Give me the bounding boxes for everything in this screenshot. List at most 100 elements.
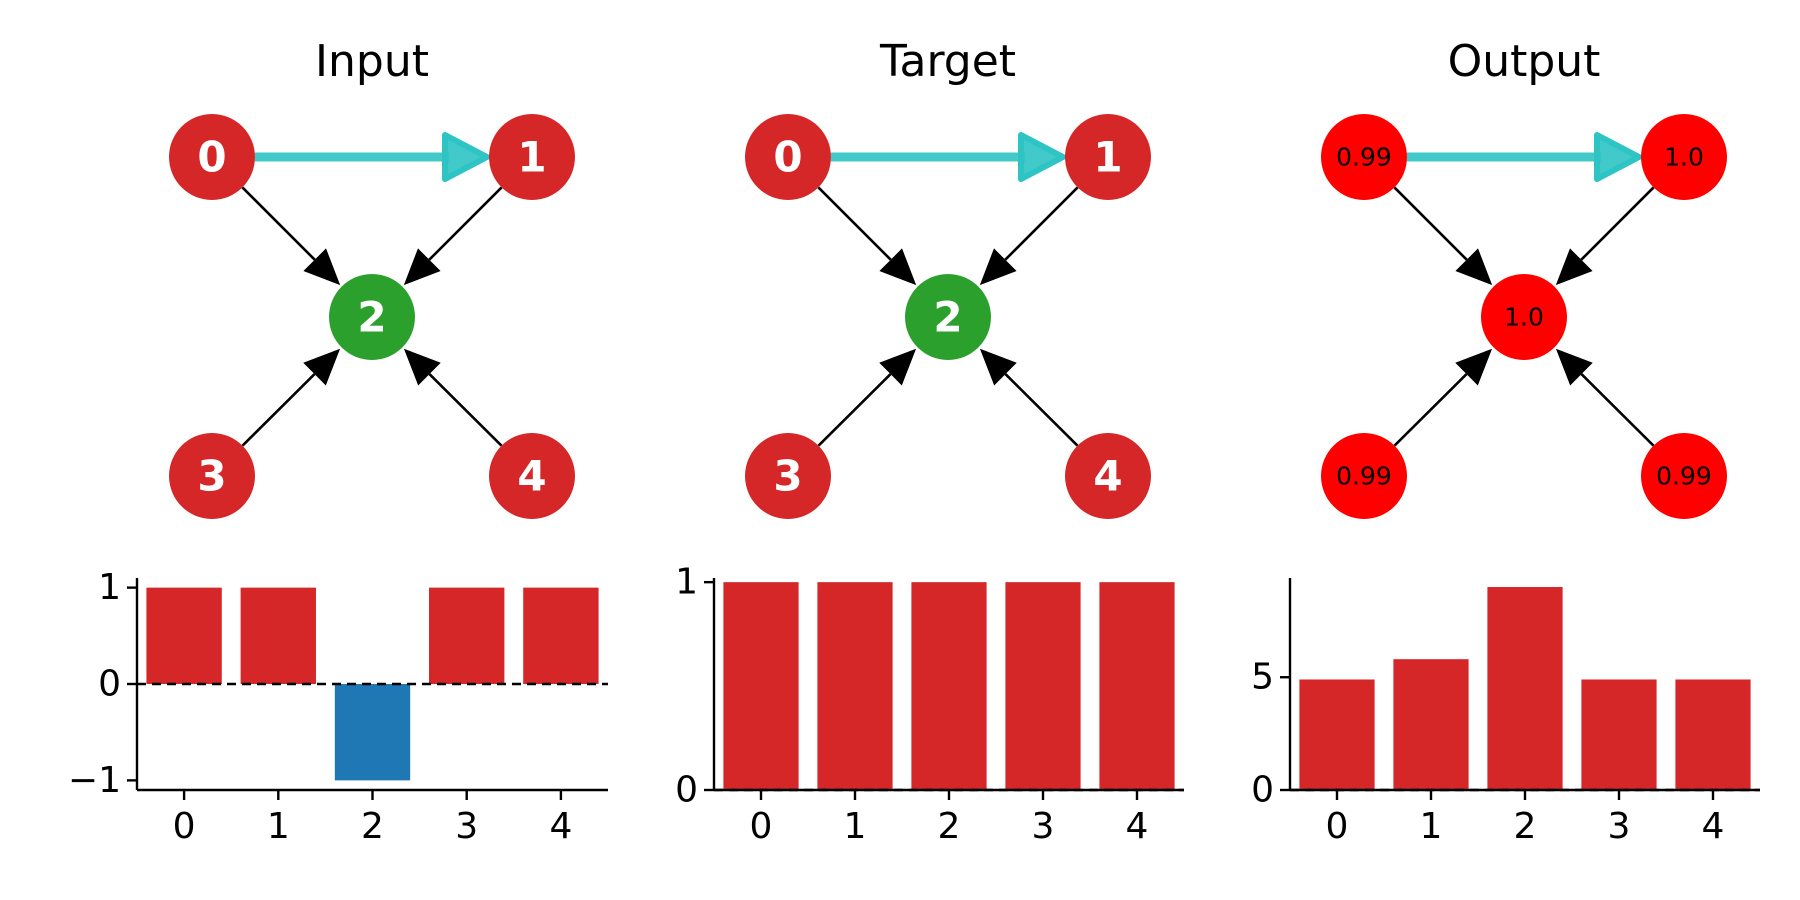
y-tick-label: −1 xyxy=(68,760,121,801)
panel-title-target: Target xyxy=(879,36,1016,87)
edge-3-2 xyxy=(1393,373,1468,447)
edge-3-2 xyxy=(241,373,316,447)
graph-input: 0 1 2 3 4 xyxy=(169,114,575,519)
x-tick-label: 1 xyxy=(1420,806,1443,847)
graph-node-label: 1 xyxy=(517,133,546,182)
bar-0 xyxy=(146,587,222,684)
graph-node-3 xyxy=(745,433,831,519)
graph-node-0 xyxy=(169,114,255,200)
bar-4 xyxy=(1099,582,1175,790)
x-tick-label: 3 xyxy=(1032,806,1055,847)
graph-node-label: 0.99 xyxy=(1336,143,1392,172)
edge-4-2 xyxy=(428,373,503,447)
bar-1 xyxy=(817,582,893,790)
graph-node-1 xyxy=(1641,114,1727,200)
graph-node-4 xyxy=(1065,433,1151,519)
graph-node-2 xyxy=(1481,274,1567,360)
x-tick-label: 2 xyxy=(361,806,384,847)
graph-node-3 xyxy=(1321,433,1407,519)
edge-arrowhead xyxy=(1455,248,1493,286)
bar-2 xyxy=(1487,587,1563,790)
edge-arrowhead xyxy=(303,248,341,286)
x-tick-label: 3 xyxy=(1608,806,1631,847)
x-tick-label: 4 xyxy=(1126,806,1149,847)
graph-target: 0 1 2 3 4 xyxy=(745,114,1151,519)
x-tick-label: 0 xyxy=(173,806,196,847)
bar-1 xyxy=(1393,659,1469,790)
edge-arrowhead xyxy=(979,348,1017,386)
graph-diagrams: 0 1 2 3 4 0 1 2 3 4 0.99 1.0 1.0 0.99 0.99 xyxy=(169,114,1727,519)
bar-0 xyxy=(723,582,799,790)
bar-2 xyxy=(334,684,411,781)
graph-output: 0.99 1.0 1.0 0.99 0.99 xyxy=(1321,114,1727,519)
bar-4 xyxy=(1675,679,1751,790)
bar-1 xyxy=(240,587,316,684)
edge-arrowhead xyxy=(1455,348,1493,386)
graph-node-label: 2 xyxy=(357,293,386,342)
y-tick-label: 0 xyxy=(675,770,698,811)
edge-highlight-arrowhead xyxy=(442,132,490,182)
graph-node-label: 3 xyxy=(197,452,226,501)
edge-arrowhead xyxy=(403,348,441,386)
y-tick-label: 0 xyxy=(1251,770,1274,811)
edge-arrowhead xyxy=(303,348,341,386)
edge-arrowhead xyxy=(1555,348,1593,386)
graph-node-2 xyxy=(329,274,415,360)
graph-node-label: 3 xyxy=(773,452,802,501)
y-tick-label: 0 xyxy=(98,664,121,705)
x-tick-label: 0 xyxy=(750,806,773,847)
bar-2 xyxy=(911,582,987,790)
panel-title-input: Input xyxy=(315,36,429,87)
x-tick-label: 3 xyxy=(455,806,478,847)
edge-1-2 xyxy=(428,186,503,261)
graph-node-4 xyxy=(1641,433,1727,519)
graph-node-2 xyxy=(905,274,991,360)
edge-3-2 xyxy=(817,373,892,447)
graph-node-label: 1.0 xyxy=(1664,143,1704,172)
edge-4-2 xyxy=(1004,373,1079,447)
graph-node-label: 1 xyxy=(1093,133,1122,182)
graph-node-label: 0 xyxy=(197,133,226,182)
graph-node-label: 2 xyxy=(933,293,962,342)
graph-node-0 xyxy=(745,114,831,200)
bar-0 xyxy=(1299,679,1375,790)
graph-node-label: 4 xyxy=(517,452,546,501)
y-tick-label: 1 xyxy=(98,567,121,608)
graph-node-0 xyxy=(1321,114,1407,200)
graph-node-4 xyxy=(489,433,575,519)
edge-highlight-arrowhead xyxy=(1018,132,1066,182)
graph-node-label: 0.99 xyxy=(1656,462,1712,491)
x-tick-label: 1 xyxy=(267,806,290,847)
bar-chart-1: 0 1 0 1 2 3 4 xyxy=(675,562,1184,847)
edge-arrowhead xyxy=(403,248,441,286)
y-tick-label: 5 xyxy=(1251,657,1274,698)
graph-node-1 xyxy=(489,114,575,200)
edge-arrowhead xyxy=(1555,248,1593,286)
y-tick-label: 1 xyxy=(675,562,698,603)
x-tick-label: 2 xyxy=(1514,806,1537,847)
graph-node-label: 1.0 xyxy=(1504,303,1544,332)
edge-highlight-arrowhead xyxy=(1594,132,1642,182)
edge-1-2 xyxy=(1004,186,1079,261)
graph-node-3 xyxy=(169,433,255,519)
bar-3 xyxy=(429,587,505,684)
x-tick-label: 0 xyxy=(1326,806,1349,847)
x-tick-label: 2 xyxy=(938,806,961,847)
x-tick-label: 4 xyxy=(549,806,572,847)
graph-node-1 xyxy=(1065,114,1151,200)
bar-chart-0: −1 0 1 0 1 2 3 4 xyxy=(68,567,608,847)
edge-arrowhead xyxy=(879,248,917,286)
x-tick-label: 4 xyxy=(1702,806,1725,847)
edge-0-2 xyxy=(1393,186,1468,261)
bar-charts: −1 0 1 0 1 2 3 4 0 1 0 1 2 3 4 0 5 0 1 2 3 4 xyxy=(68,562,1760,847)
panel-title-output: Output xyxy=(1448,36,1601,87)
bar-3 xyxy=(1581,679,1657,790)
graph-node-label: 0.99 xyxy=(1336,462,1392,491)
x-tick-label: 1 xyxy=(844,806,867,847)
graph-node-label: 4 xyxy=(1093,452,1122,501)
bar-chart-2: 0 5 0 1 2 3 4 xyxy=(1251,578,1760,847)
edge-1-2 xyxy=(1580,186,1655,261)
edge-4-2 xyxy=(1580,373,1655,447)
graph-node-label: 0 xyxy=(773,133,802,182)
